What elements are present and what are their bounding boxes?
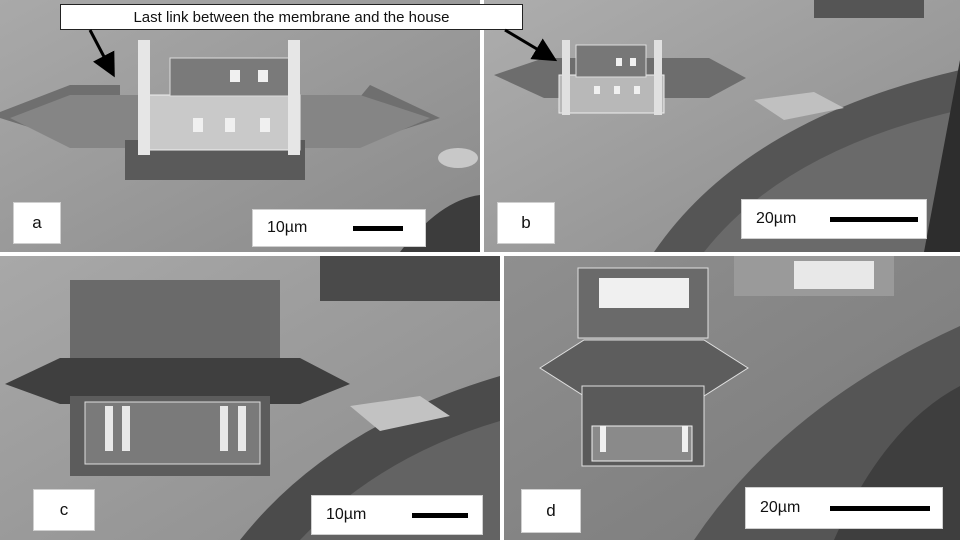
panel-d: d 20µm bbox=[504, 256, 960, 540]
scale-bar-box-a: 10µm bbox=[253, 210, 425, 246]
panel-label-c: c bbox=[34, 490, 94, 530]
scale-bar-box-b: 20µm bbox=[742, 200, 926, 238]
scale-label-c: 10µm bbox=[326, 506, 367, 523]
scale-bar-box-d: 20µm bbox=[746, 488, 942, 528]
scale-bar-d bbox=[830, 506, 930, 511]
scale-bar-b bbox=[830, 217, 918, 222]
sem-image-a bbox=[0, 0, 480, 252]
scale-bar-c bbox=[412, 513, 468, 518]
panel-c: c 10µm bbox=[0, 256, 500, 540]
panel-b: b 20µm bbox=[484, 0, 960, 252]
annotation-callout: Last link between the membrane and the h… bbox=[60, 4, 523, 30]
panel-a: a 10µm bbox=[0, 0, 480, 252]
scale-label-a: 10µm bbox=[267, 219, 308, 236]
scale-label-d: 20µm bbox=[760, 499, 801, 516]
panel-label-d: d bbox=[522, 490, 580, 532]
panel-label-b: b bbox=[498, 203, 554, 243]
panel-label-a: a bbox=[14, 203, 60, 243]
scale-bar-box-c: 10µm bbox=[312, 496, 482, 534]
sem-image-d bbox=[504, 256, 960, 540]
scale-label-b: 20µm bbox=[756, 210, 797, 227]
scale-bar-a bbox=[353, 226, 403, 231]
